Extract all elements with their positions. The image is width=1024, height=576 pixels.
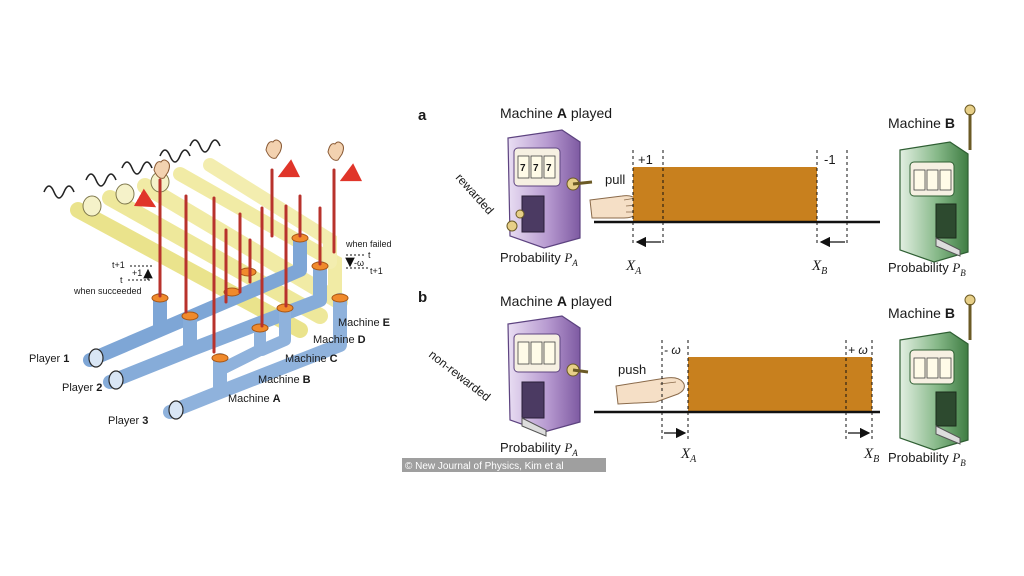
when-failed-label: when failed bbox=[345, 239, 392, 249]
sine-wave-icons bbox=[43, 139, 221, 199]
blue-pipe-branch bbox=[214, 304, 291, 376]
blue-pipe-player-2 bbox=[103, 261, 327, 389]
xb-label: XB bbox=[863, 446, 879, 465]
svg-text:7: 7 bbox=[533, 163, 539, 174]
panel-b-label: b bbox=[418, 289, 427, 306]
sine-wave-icon bbox=[159, 149, 191, 163]
yellow-pipe bbox=[137, 178, 348, 310]
non-rewarded-label: non-rewarded bbox=[426, 347, 493, 404]
push-label: push bbox=[618, 362, 646, 377]
red-rods bbox=[158, 168, 336, 354]
minus-omega-label: -ω bbox=[354, 258, 364, 268]
credit-badge: © New Journal of Physics, Kim et al bbox=[402, 458, 606, 472]
probability-pa-label: Probability PA bbox=[500, 250, 578, 268]
rewarded-label: rewarded bbox=[453, 171, 497, 218]
slot-machine-b-icon bbox=[899, 104, 976, 263]
sine-wave-icon bbox=[121, 161, 153, 175]
machine-b-title: Machine B bbox=[888, 305, 955, 321]
pipe-network-diagram: when failed t -ω t+1 t+1 +1 t when succe… bbox=[29, 139, 392, 427]
slot-machine-a-icon: 7 7 7 bbox=[506, 129, 593, 249]
plus-omega-label: + ω bbox=[848, 343, 868, 357]
slot-machine-a-icon bbox=[507, 315, 589, 437]
valve bbox=[211, 353, 229, 363]
plus-one-label: +1 bbox=[132, 268, 142, 278]
valve bbox=[331, 293, 349, 303]
valve bbox=[181, 311, 199, 321]
machine-c-label: Machine C bbox=[285, 353, 338, 365]
panel-a: a Machine A played 7 7 7 rewarded pull bbox=[418, 104, 976, 278]
blue-pipe-player-1 bbox=[83, 233, 307, 367]
panel-b-title: Machine A played bbox=[500, 293, 612, 309]
panel-b: b Machine A played non-rewarded push - ω… bbox=[418, 289, 976, 468]
pushing-hand-icon bbox=[615, 377, 685, 405]
t-label: t bbox=[368, 250, 371, 260]
sine-wave-icon bbox=[189, 139, 221, 153]
sine-wave-icon bbox=[43, 185, 75, 199]
sine-wave-icon bbox=[85, 173, 117, 187]
machine-a-label: Machine A bbox=[228, 393, 281, 405]
credit-text: © New Journal of Physics, Kim et al bbox=[405, 461, 564, 472]
push-arrow-icon bbox=[133, 188, 157, 208]
pull-label: pull bbox=[605, 172, 625, 187]
pipe-opening bbox=[108, 370, 124, 390]
minus-one-label: -1 bbox=[824, 152, 836, 167]
t-plus-1-label: t+1 bbox=[112, 260, 125, 270]
svg-text:7: 7 bbox=[546, 163, 552, 174]
panel-a-title: Machine A played bbox=[500, 105, 612, 121]
t-plus-1-label: t+1 bbox=[370, 266, 383, 276]
pipe-opening bbox=[168, 400, 184, 420]
probability-bar-b bbox=[688, 357, 872, 412]
xa-label: XA bbox=[625, 258, 642, 277]
player-2-label: Player 2 bbox=[62, 382, 102, 394]
xa-label: XA bbox=[680, 446, 697, 465]
probability-pa-label: Probability PA bbox=[500, 440, 578, 458]
machine-b-label: Machine B bbox=[258, 374, 311, 386]
slot-machine-b-icon bbox=[899, 294, 976, 451]
minus-omega-label: - ω bbox=[664, 343, 681, 357]
machine-b-title: Machine B bbox=[888, 115, 955, 131]
yellow-pipe bbox=[203, 158, 337, 269]
plus-one-label: +1 bbox=[638, 152, 653, 167]
player-1-label: Player 1 bbox=[29, 353, 69, 365]
hand-icon bbox=[265, 139, 282, 159]
probability-bar-a bbox=[633, 167, 817, 221]
pulling-hand-icon bbox=[589, 195, 639, 219]
push-arrow-icon bbox=[339, 163, 363, 182]
hand-icon bbox=[153, 159, 170, 179]
pipe-opening bbox=[88, 348, 104, 368]
push-arrow-icon bbox=[277, 159, 301, 178]
pipe-opening bbox=[82, 195, 102, 217]
t-label: t bbox=[120, 275, 123, 285]
hand-icon bbox=[327, 141, 344, 161]
when-failed-annotation: when failed t -ω t+1 bbox=[345, 239, 392, 276]
valve bbox=[239, 267, 257, 277]
when-succeeded-label: when succeeded bbox=[73, 286, 142, 296]
svg-text:7: 7 bbox=[520, 163, 526, 174]
panel-a-label: a bbox=[418, 107, 427, 124]
hand-icons bbox=[153, 139, 344, 179]
xb-label: XB bbox=[811, 258, 827, 277]
probability-pb-label: Probability PB bbox=[888, 260, 966, 278]
credit-background bbox=[402, 458, 606, 472]
machine-e-label: Machine E bbox=[338, 317, 390, 329]
machine-d-label: Machine D bbox=[313, 334, 366, 346]
player-3-label: Player 3 bbox=[108, 415, 148, 427]
probability-pb-label: Probability PB bbox=[888, 450, 966, 468]
valve bbox=[251, 323, 269, 333]
red-arrows bbox=[133, 159, 363, 208]
when-succeeded-annotation: t+1 +1 t when succeeded bbox=[73, 260, 153, 296]
pipe-opening bbox=[115, 183, 135, 205]
blue-pipes bbox=[83, 233, 347, 420]
